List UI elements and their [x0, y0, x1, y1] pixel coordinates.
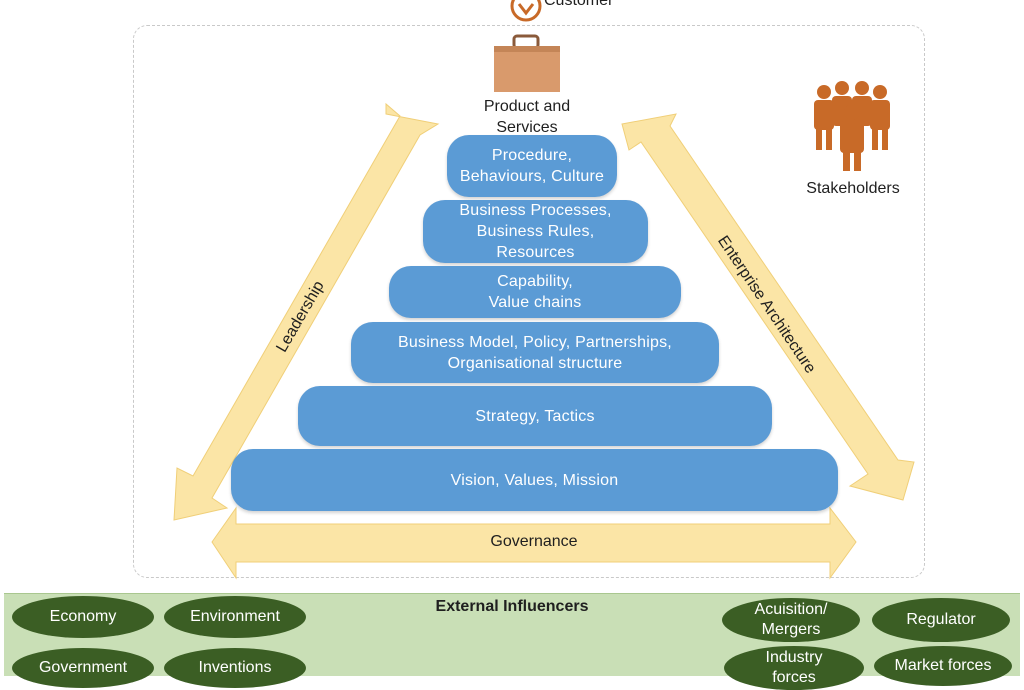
- product-services-label: Product and Services: [483, 98, 571, 136]
- governance-arrow: [211, 506, 857, 580]
- governance-label: Governance: [490, 533, 578, 550]
- tier-strategy: Strategy, Tactics: [298, 386, 772, 446]
- influencer-acquisition-mergers: Acuisition/ Mergers: [722, 598, 860, 642]
- influencer-economy: Economy: [12, 596, 154, 638]
- tier-business-model: Business Model, Policy, Partnerships, Or…: [351, 322, 719, 383]
- influencer-environment: Environment: [164, 596, 306, 638]
- external-influencers-title: External Influencers: [435, 598, 589, 615]
- influencer-inventions: Inventions: [164, 648, 306, 688]
- briefcase-icon: [494, 34, 560, 92]
- stakeholders-label: Stakeholders: [806, 180, 900, 197]
- tier-procedure: Procedure, Behaviours, Culture: [447, 135, 617, 197]
- organisation-boundary: [133, 25, 925, 578]
- tier-vision: Vision, Values, Mission: [231, 449, 838, 511]
- stakeholders-icon: [814, 81, 890, 171]
- tier-business-processes: Business Processes, Business Rules, Reso…: [423, 200, 648, 263]
- enterprise-architecture-arrow: [621, 113, 915, 501]
- influencer-government: Government: [12, 648, 154, 688]
- leadership-arrow: [173, 102, 440, 521]
- customer-icon: [510, 0, 542, 22]
- influencer-market-forces: Market forces: [874, 646, 1012, 686]
- influencer-regulator: Regulator: [872, 598, 1010, 642]
- influencer-industry-forces: Industry forces: [724, 646, 864, 690]
- tier-capability: Capability, Value chains: [389, 266, 681, 318]
- arrows-layer: [173, 102, 915, 580]
- customer-label: Customer: [544, 0, 614, 9]
